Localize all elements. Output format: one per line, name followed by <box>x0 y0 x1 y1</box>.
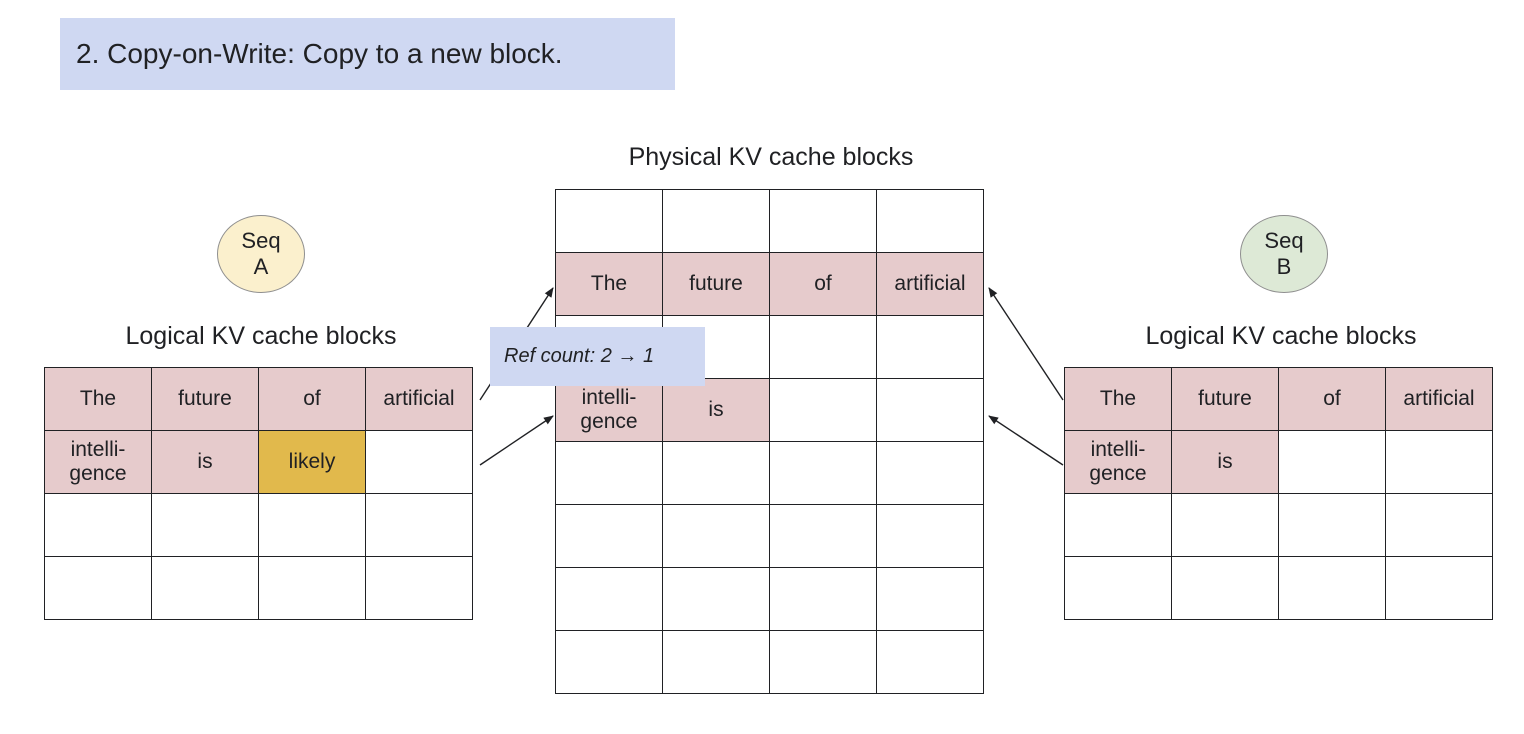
physical-block-cell-cell <box>555 441 663 505</box>
physical-block-cell-cell <box>555 567 663 631</box>
seq-b-block-cell-cell: artificial <box>1385 367 1493 431</box>
physical-block-cell-cell <box>769 315 877 379</box>
seq-a-block-cell-cell: intelli-gence <box>44 430 152 494</box>
physical-blocks-heading: Physical KV cache blocks <box>628 143 914 171</box>
seq-b-block-cell-cell <box>1278 430 1386 494</box>
physical-block-cell-cell <box>876 315 984 379</box>
physical-block-cell-cell <box>769 504 877 568</box>
physical-block-cell-cell: is <box>662 378 770 442</box>
physical-block-cell-cell: The <box>555 252 663 316</box>
ref-count-text: Ref count: 2 → 1 <box>504 345 655 367</box>
physical-block-cell-cell <box>662 189 770 253</box>
seq-a-label-line2: A <box>253 254 269 279</box>
seq-b-block-cell-row <box>1064 493 1493 557</box>
physical-block-cell-row <box>555 567 984 631</box>
seq-b-block-cell-cell <box>1278 493 1386 557</box>
seq-a-block-cell-cell: artificial <box>365 367 473 431</box>
seq-b-block-cell-cell: future <box>1171 367 1279 431</box>
seq-a-block-cell-cell <box>151 493 259 557</box>
physical-block-cell-cell <box>769 189 877 253</box>
seq-a-block-cell-row <box>44 556 473 620</box>
physical-block-cell-cell: artificial <box>876 252 984 316</box>
physical-block-cell-cell <box>662 441 770 505</box>
seq-b-logical-heading: Logical KV cache blocks <box>1145 322 1417 350</box>
physical-block-cell-row <box>555 504 984 568</box>
physical-block-cell-row <box>555 441 984 505</box>
seq-a-logical-heading: Logical KV cache blocks <box>125 322 397 350</box>
physical-block-cell-cell <box>662 315 770 379</box>
seq-a-block-cell-cell: The <box>44 367 152 431</box>
seq-a-block-cell-cell: of <box>258 367 366 431</box>
seq-a-circle: Seq A <box>217 215 305 293</box>
seq-b-block-cell-cell: intelli-gence <box>1064 430 1172 494</box>
physical-block-cell-cell <box>769 378 877 442</box>
seq-a-block-cell-cell <box>44 556 152 620</box>
arrow-seq-b-block0 <box>988 287 1064 401</box>
seq-a-block-cell-cell: likely <box>258 430 366 494</box>
physical-block-cell-cell <box>662 630 770 694</box>
physical-block-cell-cell: future <box>662 252 770 316</box>
ref-count-label: Ref count: 2 → 1 <box>490 327 705 386</box>
seq-a-block-cell-cell <box>365 430 473 494</box>
seq-b-block-cell-cell <box>1064 493 1172 557</box>
arrow-seq-a-block1 <box>479 415 554 466</box>
physical-block-cell-cell <box>876 441 984 505</box>
physical-block-cell-cell <box>769 630 877 694</box>
physical-block-cell-row <box>555 189 984 253</box>
physical-block-cell-cell <box>876 630 984 694</box>
physical-block-cell-row <box>555 630 984 694</box>
physical-block-cell-cell <box>662 504 770 568</box>
seq-b-label-line2: B <box>1276 254 1292 279</box>
seq-a-block-cell-cell <box>258 493 366 557</box>
seq-a-block-cell-cell <box>365 493 473 557</box>
seq-b-label-line1: Seq <box>1264 228 1304 253</box>
seq-b-circle: Seq B <box>1240 215 1328 293</box>
physical-block-cell-cell <box>876 189 984 253</box>
physical-block-cell-cell <box>769 441 877 505</box>
seq-a-label-line1: Seq <box>241 228 281 253</box>
physical-block-cell-cell <box>876 378 984 442</box>
seq-a-block-cell-row <box>44 493 473 557</box>
arrow-seq-b-block1 <box>988 415 1064 466</box>
seq-a-block-cell-cell <box>365 556 473 620</box>
slide-title-text: 2. Copy-on-Write: Copy to a new block. <box>76 38 563 69</box>
seq-b-block-cell-cell <box>1171 493 1279 557</box>
physical-block-cell-cell <box>876 504 984 568</box>
seq-a-block-cell-cell: is <box>151 430 259 494</box>
physical-block-cell-cell: intelli-gence <box>555 378 663 442</box>
physical-block-cell-cell <box>555 630 663 694</box>
seq-b-block-cell-cell <box>1278 556 1386 620</box>
seq-a-block-cell-cell <box>151 556 259 620</box>
physical-block-cell-cell <box>662 567 770 631</box>
seq-b-block-cell-cell <box>1171 556 1279 620</box>
seq-b-block-cell-cell <box>1385 430 1493 494</box>
seq-b-block-cell-cell: of <box>1278 367 1386 431</box>
seq-b-block-cell-row <box>1064 556 1493 620</box>
seq-b-block-cell-cell <box>1064 556 1172 620</box>
seq-b-block-cell-cell <box>1385 556 1493 620</box>
physical-block-cell-cell <box>876 567 984 631</box>
slide-title: 2. Copy-on-Write: Copy to a new block. <box>60 18 675 90</box>
